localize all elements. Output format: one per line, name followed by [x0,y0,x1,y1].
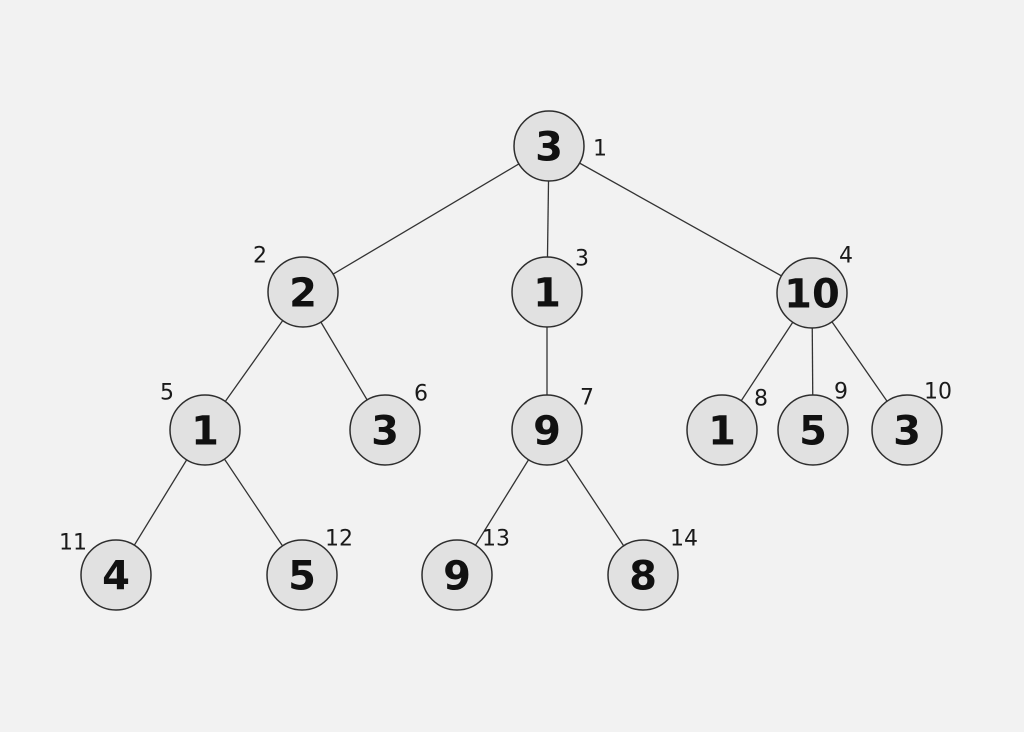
tree-node-14: 8 14 [607,527,698,611]
node-value: 3 [535,125,563,171]
node-circle [777,394,849,466]
node-circle [421,539,493,611]
node-index-label: 11 [59,531,87,556]
node-value: 1 [533,271,561,317]
node-circle [513,110,585,182]
node-value: 3 [893,409,921,455]
tree-node-12: 5 12 [266,527,353,611]
node-index-label: 4 [839,244,853,269]
node-circle [871,394,943,466]
node-circle [266,539,338,611]
node-value: 5 [288,554,316,600]
node-circle [349,394,421,466]
node-index-label: 2 [253,244,267,269]
tree-node-6: 36 [349,382,428,466]
tree-node-7: 97 [511,386,594,466]
node-index-label: 14 [670,527,698,552]
node-circle [169,394,241,466]
node-index-label: 8 [754,387,768,412]
node-index-label: 12 [325,527,353,552]
tree-edge-1-4 [548,145,813,294]
node-value: 8 [629,554,657,600]
node-circle [607,539,679,611]
tree-node-2: 22 [253,244,339,328]
node-value: 1 [708,409,736,455]
node-circle [511,394,583,466]
node-index-label: 6 [414,382,428,407]
node-index-label: 5 [160,381,174,406]
node-value: 9 [533,409,561,455]
node-value: 5 [799,409,827,455]
tree-node-5: 15 [160,381,241,466]
node-index-label: 10 [924,380,952,405]
tree-node-9: 59 [777,380,849,466]
node-index-label: 9 [834,380,848,405]
node-value: 1 [191,409,219,455]
node-index-label: 7 [580,386,594,411]
tree-node-3: 13 [511,247,589,328]
node-circle [80,539,152,611]
node-circle [267,256,339,328]
tree-node-4: 104 [776,244,853,329]
node-value: 9 [443,554,471,600]
node-circle [686,394,758,466]
node-value: 3 [371,409,399,455]
node-value: 4 [102,554,130,600]
node-value: 10 [784,272,840,318]
node-circle [776,257,848,329]
tree-node-8: 18 [686,387,768,466]
node-index-label: 1 [593,137,607,162]
node-index-label: 3 [575,247,589,272]
tree-edge-1-2 [302,145,550,293]
node-index-label: 13 [482,527,510,552]
tree-node-11: 4 11 [59,531,152,611]
node-circle [511,256,583,328]
tree-node-10: 310 [871,380,952,466]
tree-node-13: 9 13 [421,527,510,611]
node-value: 2 [289,271,317,317]
